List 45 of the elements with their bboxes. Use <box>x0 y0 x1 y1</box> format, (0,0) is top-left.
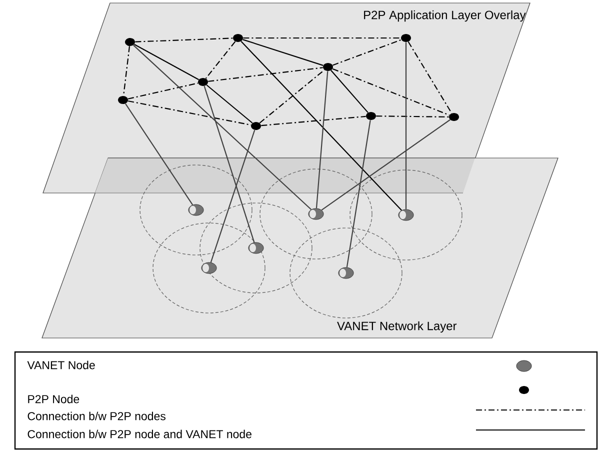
dash-dot-connection <box>261 116 366 126</box>
p2p-node <box>449 113 459 121</box>
vanet-node <box>201 262 217 274</box>
connection-line <box>133 44 312 210</box>
legend-text: Connection b/w P2P nodes <box>28 412 166 420</box>
vanet-node <box>308 208 324 220</box>
connection-line <box>206 84 253 124</box>
vanet-node <box>338 267 354 279</box>
dash-dot-connection <box>208 67 323 82</box>
legend-text: VANET Node <box>27 360 95 370</box>
vanet-node <box>398 209 414 221</box>
vanet-node <box>188 204 204 216</box>
dash-dot-connection <box>205 41 236 79</box>
legend-text: P2P Node <box>28 394 80 404</box>
p2p-node <box>233 34 243 42</box>
p2p-node <box>366 112 376 120</box>
connection-line <box>242 39 324 66</box>
connection-line <box>321 119 450 210</box>
vanet-node <box>248 242 264 254</box>
connection-line <box>316 71 328 208</box>
connection-line <box>330 70 368 113</box>
p2p-node <box>125 38 135 46</box>
dash-dot-connection <box>332 39 402 66</box>
p2p-node <box>401 34 411 42</box>
dash-dot-connection <box>243 37 401 39</box>
dash-dot-connection <box>332 68 450 116</box>
p2p-node <box>251 122 261 130</box>
dash-dot-connection <box>376 116 449 118</box>
connection-line <box>134 44 199 80</box>
connection-line <box>405 42 407 210</box>
dash-dot-connection <box>135 38 233 42</box>
connection-line <box>125 103 194 206</box>
p2p-node <box>118 96 128 104</box>
legend-text: Connection b/w P2P node and VANET node <box>28 430 252 438</box>
connection-line <box>210 130 256 263</box>
dash-dot-connection <box>128 100 252 126</box>
layer-plane: VANET Network Layer <box>42 158 558 338</box>
connection-line <box>346 120 371 268</box>
dash-dot-connection <box>128 82 198 100</box>
p2p-node <box>198 78 208 86</box>
dash-dot-connection <box>408 41 452 114</box>
dash-dot-connection <box>259 70 325 124</box>
connection-line <box>240 40 402 211</box>
dash-dot-connection <box>122 46 130 96</box>
p2p-node <box>323 63 333 71</box>
